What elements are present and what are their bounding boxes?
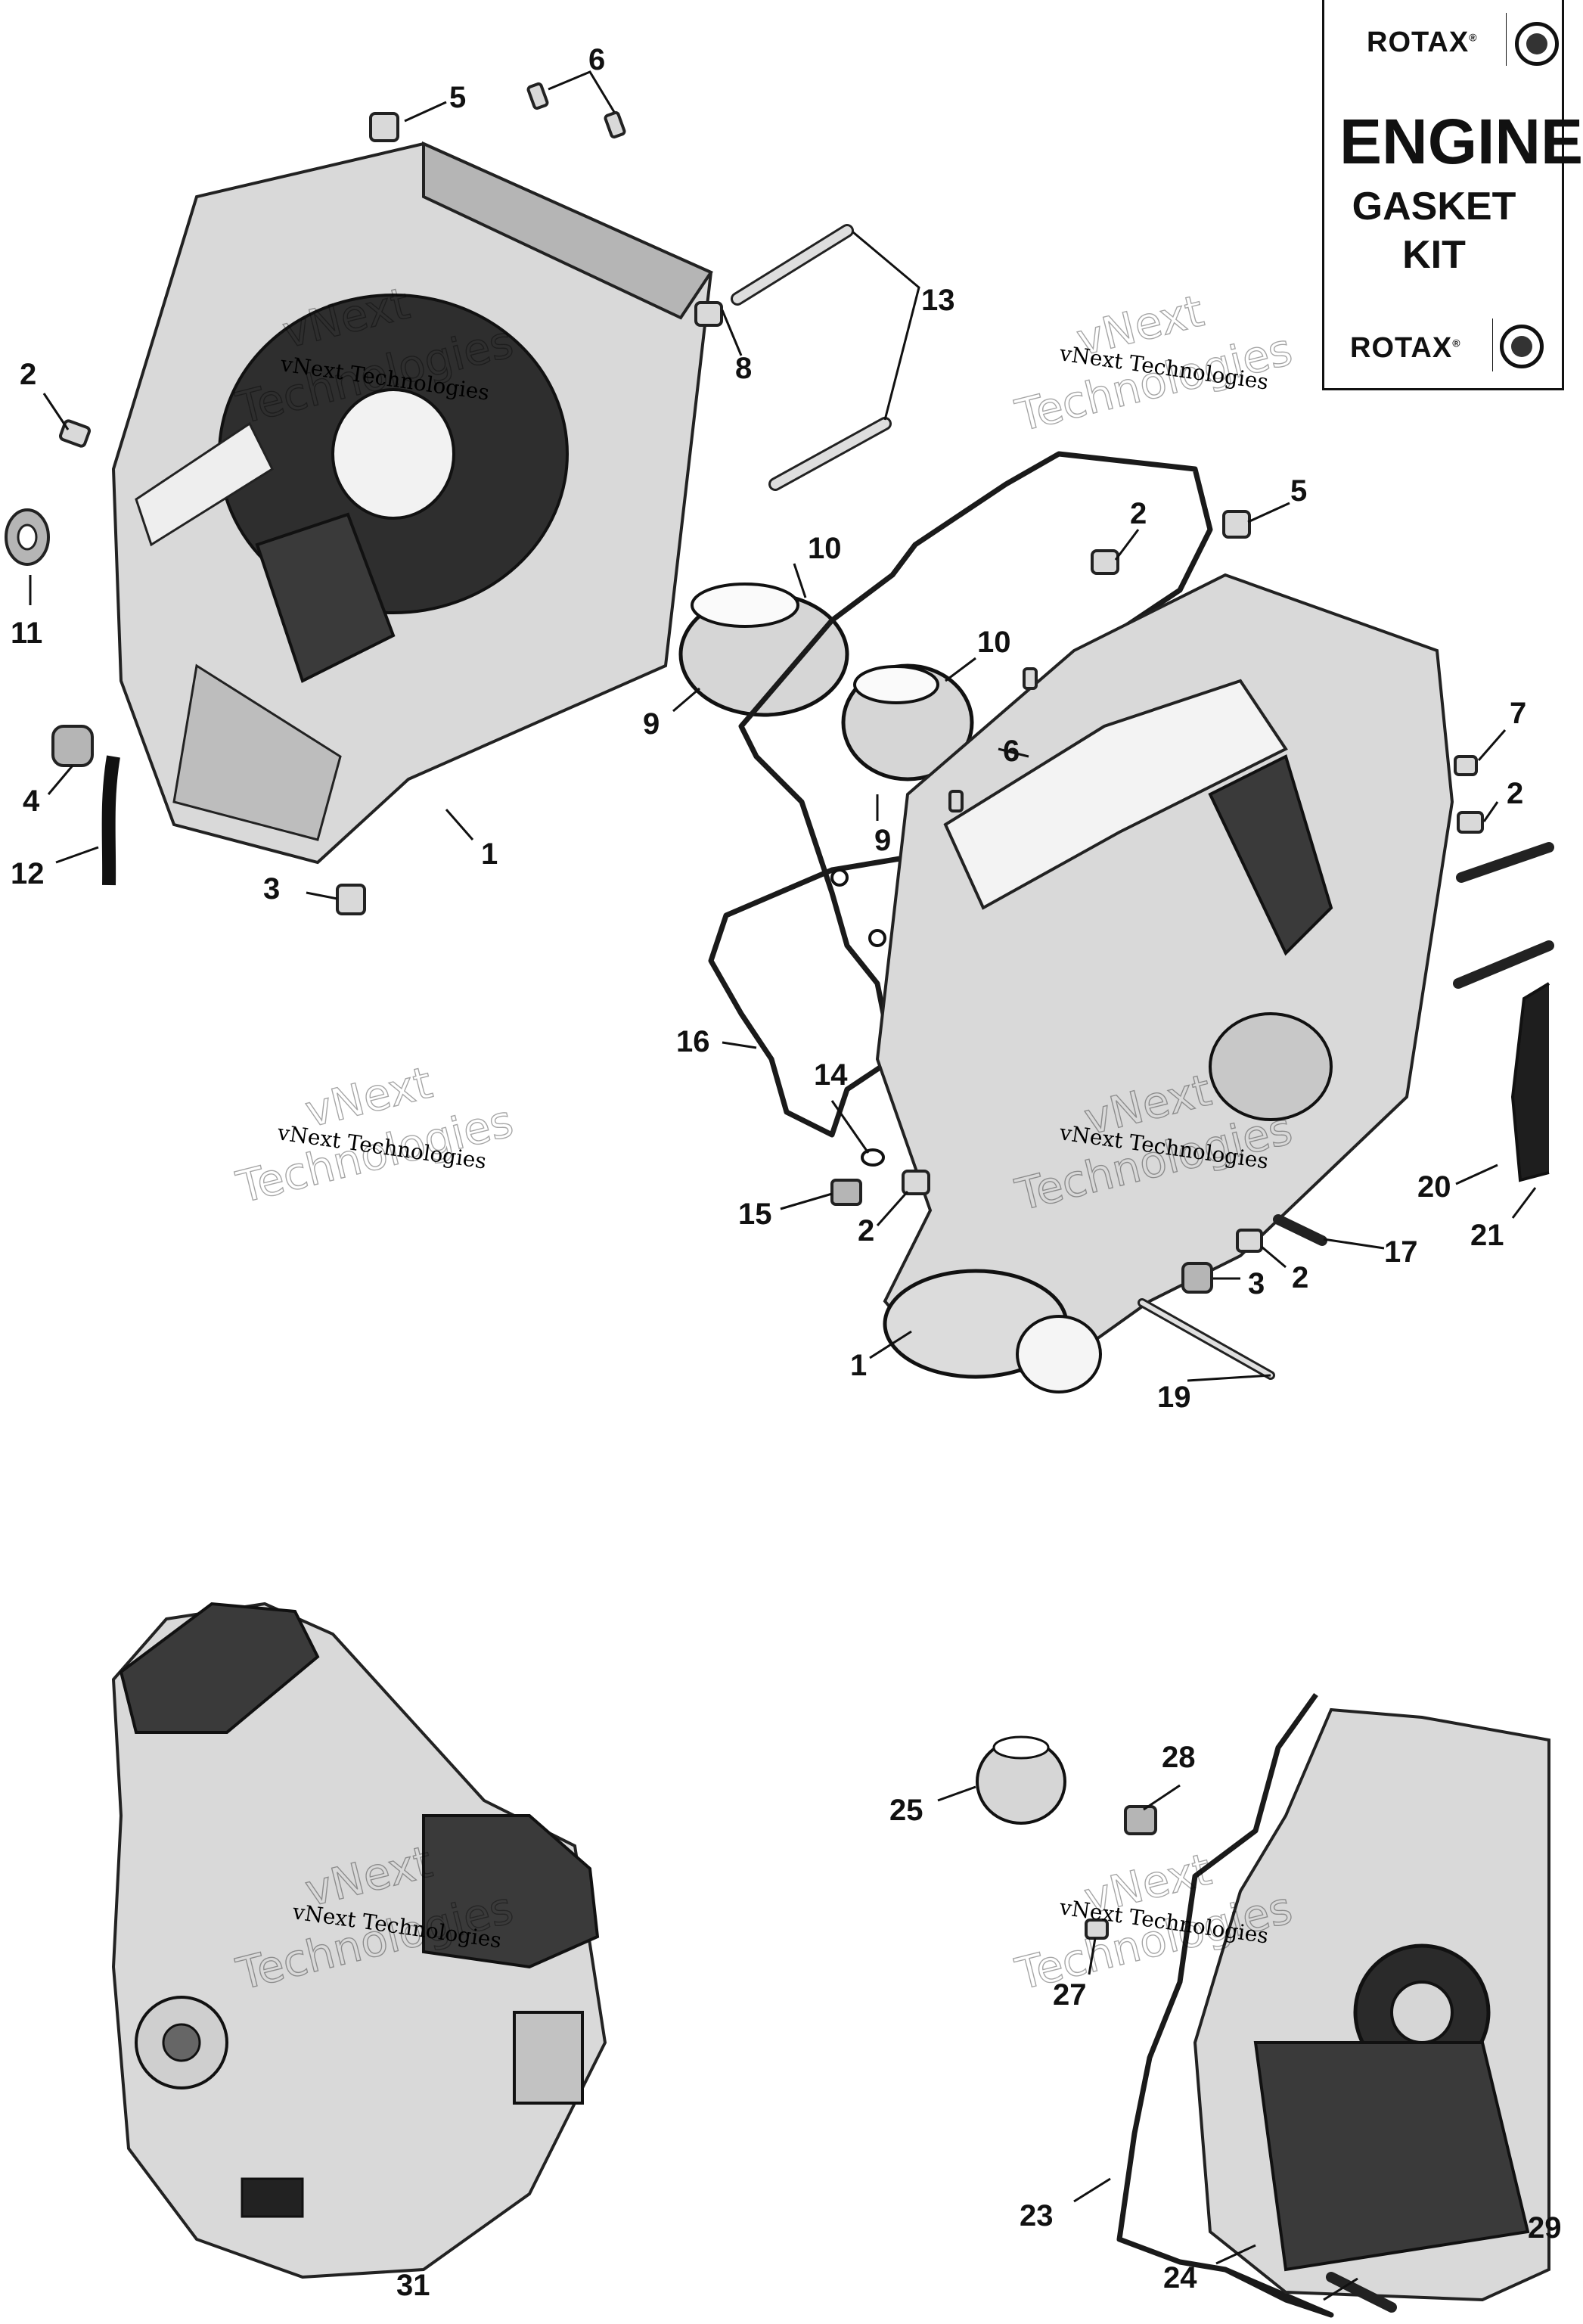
engine-assembly-31	[111, 1602, 607, 2279]
kit-divider-bottom	[1492, 318, 1493, 371]
part-bushing-4	[51, 725, 94, 767]
watermark-mid-left: vNext Technologies vNext Technologies	[231, 1056, 518, 1214]
callout-25: 25	[889, 1794, 923, 1827]
part-bolt-right-a	[1456, 842, 1554, 883]
callout-3b: 3	[1248, 1267, 1265, 1300]
part-bolt-19	[1138, 1298, 1275, 1380]
part-pin-6-a	[526, 82, 549, 110]
part-pin-27	[1085, 1919, 1109, 1940]
brp-logo-icon	[1515, 22, 1559, 66]
part-plug-15	[830, 1179, 862, 1206]
part-pin-3-left	[336, 884, 366, 915]
crankcase-left-half	[111, 141, 713, 865]
part-pin-6-right-a	[1023, 667, 1038, 690]
part-pin-2-upper	[1091, 549, 1119, 575]
callout-29: 29	[1528, 2211, 1562, 2245]
callout-4: 4	[23, 785, 40, 818]
kit-brand-bottom-text: ROTAX	[1350, 332, 1453, 364]
gasket-16	[708, 451, 1213, 1138]
cover-24	[1193, 1707, 1550, 2302]
callout-2e: 2	[1292, 1261, 1308, 1294]
callout-10b: 10	[977, 626, 1011, 659]
callout-20: 20	[1417, 1170, 1451, 1204]
callout-11: 11	[11, 617, 42, 650]
kit-title-kit: KIT	[1402, 233, 1466, 277]
callout-21: 21	[1470, 1219, 1504, 1252]
part-bolt-right-b	[1453, 940, 1554, 989]
callout-31: 31	[396, 2269, 430, 2302]
callout-28: 28	[1162, 1741, 1196, 1774]
kit-title-gasket: GASKET	[1352, 185, 1516, 228]
kit-brand-bottom: ROTAX®	[1350, 332, 1461, 364]
brp-logo-icon-bottom	[1500, 325, 1544, 368]
callout-2d: 2	[858, 1214, 874, 1247]
part-bolt-29	[1326, 2272, 1397, 2313]
callout-13: 13	[921, 284, 955, 317]
callout-3a: 3	[263, 872, 280, 906]
callout-1a: 1	[481, 837, 498, 871]
callout-5b: 5	[1290, 474, 1307, 508]
part-hose-12	[101, 755, 120, 886]
callout-14: 14	[814, 1058, 848, 1092]
callout-8: 8	[735, 352, 752, 385]
leader-lines	[29, 70, 1537, 2301]
callout-2b: 2	[1130, 497, 1147, 530]
callout-5a: 5	[449, 81, 466, 114]
callout-9a: 9	[643, 707, 660, 741]
part-bearing-9-10-a	[678, 583, 849, 717]
part-bolt-17	[1273, 1214, 1327, 1246]
watermark-top-right: vNext Technologies vNext Technologies	[1010, 284, 1297, 443]
kit-brand-top-text: ROTAX	[1367, 26, 1470, 58]
gasket-kit-label: ROTAX® ENGINE GASKET KIT ROTAX®	[1322, 0, 1583, 390]
kit-title-engine: ENGINE	[1339, 106, 1583, 177]
callout-1b: 1	[850, 1349, 867, 1382]
part-seal-11	[5, 508, 50, 566]
crankcase-right-half	[875, 573, 1454, 1393]
callout-15: 15	[738, 1198, 772, 1231]
callout-9b: 9	[874, 824, 891, 857]
kit-divider-top	[1506, 13, 1507, 66]
callout-23: 23	[1020, 2199, 1054, 2232]
part-pin-8	[694, 301, 723, 327]
part-gasket-20	[1510, 982, 1550, 1182]
part-stud-13-a	[731, 224, 854, 306]
callout-17: 17	[1384, 1235, 1418, 1269]
kit-brand-top: ROTAX®	[1367, 26, 1478, 58]
callout-2a: 2	[20, 358, 36, 391]
callout-7: 7	[1510, 697, 1526, 730]
callout-6a: 6	[588, 43, 605, 76]
part-stud-13-b	[768, 417, 892, 491]
part-pin-2-bottom	[1236, 1229, 1263, 1253]
part-oring-14	[861, 1148, 885, 1167]
part-pin-3-right	[1181, 1262, 1213, 1294]
part-bearing-9-10-b	[841, 663, 974, 781]
part-pin-5-right	[1222, 510, 1251, 539]
part-pin-6-b	[604, 110, 626, 139]
part-plug-28	[1124, 1805, 1157, 1835]
part-pin-6-right-b	[948, 790, 964, 812]
part-pin-5-top-left	[369, 112, 399, 142]
callout-27: 27	[1053, 1978, 1087, 2012]
callout-6b: 6	[1003, 735, 1020, 768]
part-bearing-25	[976, 1735, 1066, 1825]
callout-16: 16	[676, 1025, 710, 1058]
gasket-23	[1116, 1692, 1334, 2318]
callout-2c: 2	[1507, 777, 1523, 810]
part-pin-2-lower	[902, 1170, 930, 1195]
part-pin-7	[1454, 755, 1478, 776]
callout-19: 19	[1157, 1381, 1191, 1414]
callout-24: 24	[1163, 2261, 1197, 2294]
part-pin-2-right	[1457, 811, 1484, 834]
exploded-parts-diagram: 5 6 8 13 2 11 4 12 3 1 10 9 10 9 6 5 2 7…	[5, 43, 1562, 2318]
callout-labels: 5 6 8 13 2 11 4 12 3 1 10 9 10 9 6 5 2 7…	[11, 43, 1562, 2302]
callout-10a: 10	[808, 532, 842, 565]
callout-12: 12	[11, 857, 45, 890]
